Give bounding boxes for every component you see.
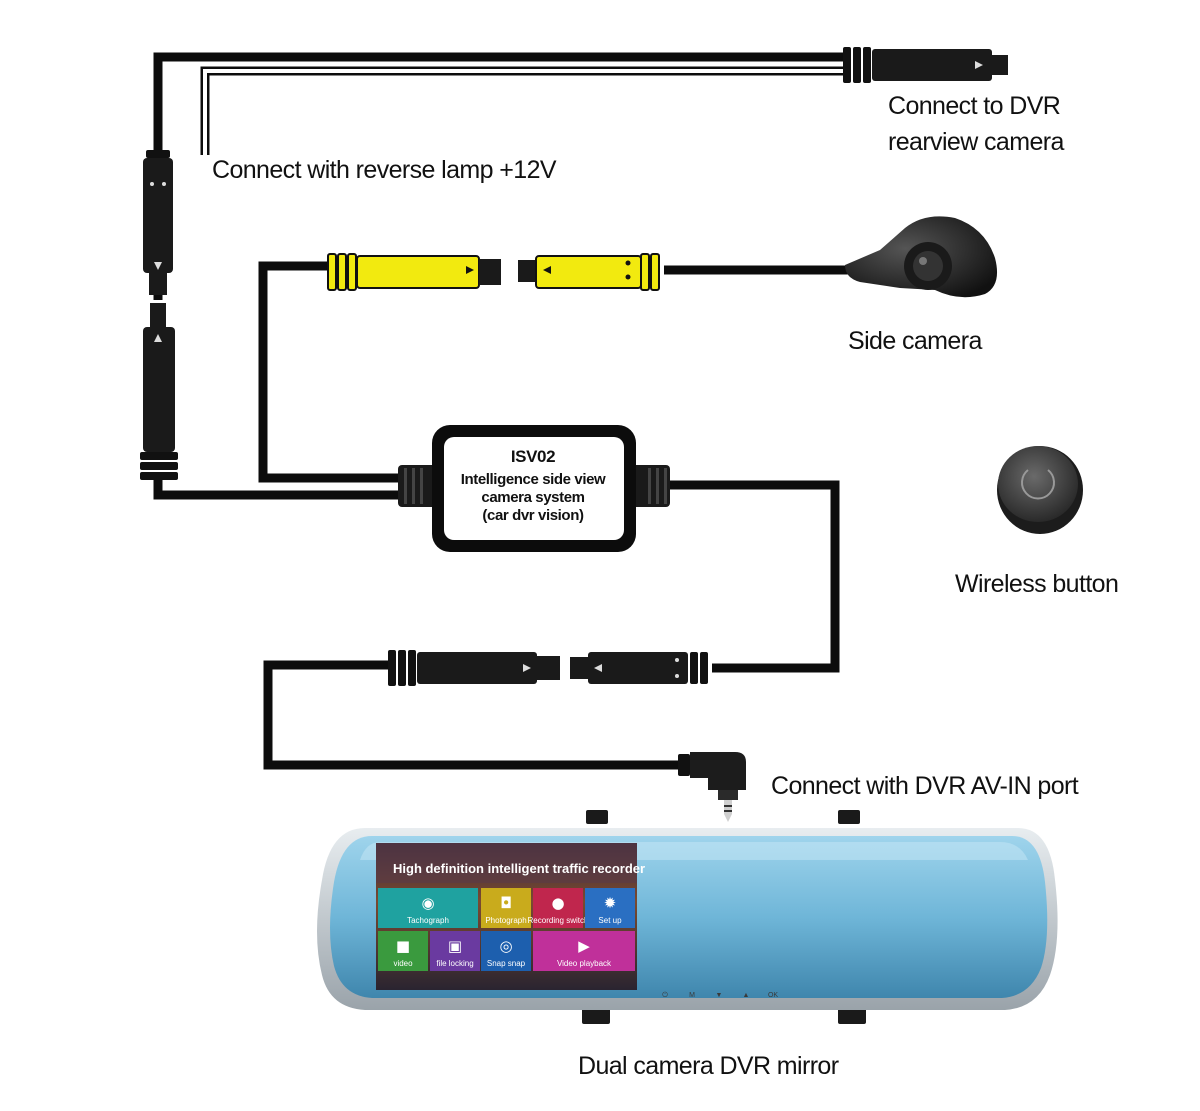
yellow-connector-right [518, 253, 660, 291]
screen-tile-background [533, 931, 635, 971]
yellow-connector-left [327, 253, 501, 291]
dvr-rear-camera-label-line-1: Connect to DVR [888, 92, 1061, 120]
rear-to-module-cable [153, 478, 405, 500]
screen-tile-video[interactable]: ■ video [378, 931, 428, 971]
screen-tile-label: video [393, 959, 413, 968]
module-label: ISV02 Intelligence side view camera syst… [448, 446, 618, 525]
screen-tile-background [378, 931, 428, 971]
play-icon: ▶ [578, 937, 590, 955]
screen-tile-background [481, 888, 531, 928]
rear-camera-cable [153, 52, 845, 300]
screen-tile-file-locking[interactable]: ▣ file locking [430, 931, 480, 971]
screen-tile-photograph[interactable]: ◘ Photograph [481, 888, 531, 928]
screen-tile-label: Recording switch [528, 916, 589, 925]
screen-tile-label: file locking [436, 959, 473, 968]
screen-tile-tachograph[interactable]: ◉ Tachograph [378, 888, 478, 928]
module-name: ISV02 [510, 447, 556, 466]
video-camera-icon: ■ [396, 937, 410, 955]
module-description-line-1: Intelligence side view [460, 470, 606, 488]
av-in-plug-icon [678, 752, 746, 822]
screen-tile-video-playback[interactable]: ▶ Video playback [533, 931, 635, 971]
screen-tile-recording-switch[interactable]: ● Recording switch [528, 888, 589, 928]
screen-tile-background [430, 931, 480, 971]
side-camera-label: Side camera [848, 327, 982, 355]
gear-icon: ✹ [604, 894, 617, 912]
dvr-rear-camera-label-line-2: rearview camera [888, 128, 1064, 157]
side-camera-icon [845, 216, 998, 298]
snapshot-icon: ◎ [499, 937, 512, 955]
screen-tile-label: Photograph [485, 916, 526, 925]
mirror-button-4[interactable]: OK [768, 992, 778, 999]
vertical-male-connector [143, 150, 173, 295]
screen-tile-label: Video playback [557, 959, 612, 968]
dvr-rear-camera-label: Connect to DVR rearview camera [888, 88, 1064, 161]
screen-tile-background [378, 888, 478, 928]
dvr-screen: High definition intelligent traffic reco… [376, 843, 645, 990]
mirror-button-row: ⏻ M ▼ ▲ OK [662, 991, 778, 999]
wireless-button-icon [997, 446, 1083, 534]
screen-tile-background [585, 888, 635, 928]
vertical-female-connector [140, 303, 178, 480]
rear-camera-connector [843, 47, 1008, 83]
screen-tile-background [533, 888, 583, 928]
microphone-icon: ● [551, 894, 564, 912]
screen-title: High definition intelligent traffic reco… [393, 861, 645, 876]
wireless-button-label: Wireless button [955, 570, 1119, 598]
mirror-button-3[interactable]: ▲ [743, 992, 750, 999]
dvr-link-female-connector [570, 652, 708, 684]
steering-wheel-icon: ◉ [421, 894, 434, 912]
module-description-line-2: camera system [481, 488, 585, 506]
mirror-button-2[interactable]: ▼ [716, 992, 723, 999]
dvr-mirror-label: Dual camera DVR mirror [578, 1052, 839, 1080]
mirror-button-0[interactable]: ⏻ [662, 991, 668, 999]
screen-tile-label: Set up [598, 916, 622, 925]
screen-tile-label: Snap snap [487, 959, 526, 968]
reverse-lamp-label: Connect with reverse lamp +12V [212, 156, 557, 184]
lock-icon: ▣ [448, 937, 462, 955]
screen-tile-background [481, 931, 531, 971]
isv02-module [398, 425, 670, 552]
camera-icon: ◘ [500, 894, 512, 912]
dvr-link-male-connector [388, 650, 560, 686]
reverse-lamp-wire [200, 66, 845, 155]
side-camera-cable [258, 261, 855, 483]
av-in-port-label: Connect with DVR AV-IN port [771, 772, 1079, 800]
screen-tile-set-up[interactable]: ✹ Set up [585, 888, 635, 928]
mirror-button-1[interactable]: M [689, 992, 695, 999]
screen-tile-label: Tachograph [407, 916, 449, 925]
screen-tile-snap-snap[interactable]: ◎ Snap snap [481, 931, 531, 971]
module-description-line-3: (car dvr vision) [482, 506, 584, 524]
module-to-dvr-cable [263, 480, 840, 770]
